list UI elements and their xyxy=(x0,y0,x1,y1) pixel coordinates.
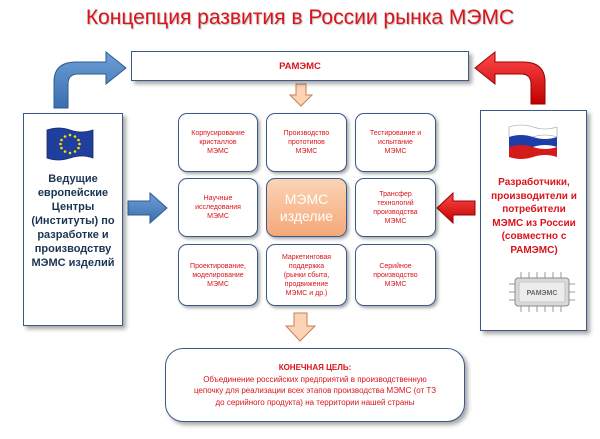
cell-line: Производство xyxy=(283,130,330,137)
cell-line: моделирование xyxy=(192,271,244,279)
goal-line: до серийного продукта) на территории наш… xyxy=(215,397,415,407)
left-line: Центры xyxy=(51,201,95,213)
cell-line: МЭМС и др.) xyxy=(285,289,328,297)
cell-line: МЭМС xyxy=(295,148,318,155)
cell-line: МЭМС xyxy=(384,148,407,155)
page-title: Концепция развития в России рынка МЭМС xyxy=(85,6,515,29)
goal-heading: КОНЕЧНАЯ ЦЕЛЬ: xyxy=(278,363,352,372)
russia-flag-icon xyxy=(508,124,558,159)
cell-line: МЭМС xyxy=(207,280,229,288)
cell-line: МЭМС xyxy=(207,148,229,155)
down-arrow-bottom-icon xyxy=(284,312,317,342)
cell-line: производства xyxy=(373,208,418,216)
left-line: МЭМС изделий xyxy=(31,257,115,269)
down-arrow-top-icon xyxy=(288,83,314,107)
russian-developers-text: Разработчики, производители и потребител… xyxy=(484,176,584,257)
curved-arrow-left-icon xyxy=(53,50,127,109)
goal-line: цепочку для реализации всех этапов произ… xyxy=(193,386,437,395)
right-line: РАМЭМС) xyxy=(510,244,558,256)
right-line: производители и xyxy=(491,190,577,202)
cell-line: Корпусирование xyxy=(191,130,245,137)
right-line: МЭМС из России xyxy=(492,217,576,229)
cell-line: технологий xyxy=(377,199,414,207)
cell-line: кристаллов xyxy=(199,139,237,146)
right-line: (совместно с xyxy=(501,231,567,242)
cell-line: Проектирование, xyxy=(190,262,246,270)
cell-line: производство xyxy=(373,271,418,279)
cell-line: Научные xyxy=(203,195,233,202)
cell-line: Серийное xyxy=(379,262,412,270)
left-line: европейские xyxy=(37,187,109,199)
cell-line: МЭМС xyxy=(384,217,407,225)
cell-line: Тестирование и xyxy=(369,130,422,137)
left-line: разработке и xyxy=(37,229,109,241)
ramems-box: РАМЭМС xyxy=(131,51,469,81)
cell-line: Маркетинговая xyxy=(281,253,332,261)
left-line: (Институты) по xyxy=(31,215,115,227)
eu-flag-icon xyxy=(46,127,94,161)
cell-line: МЭМС xyxy=(384,280,407,288)
cell-line: исследования xyxy=(195,204,241,211)
cell-line: поддержка xyxy=(288,262,325,270)
right-line: потребители xyxy=(502,204,566,215)
curved-arrow-right-icon xyxy=(474,50,546,105)
chip-icon: РАМЭМС xyxy=(509,272,575,312)
right-line: Разработчики, xyxy=(498,177,570,188)
cell-line: прототипов xyxy=(288,139,325,146)
left-arrow-red-icon xyxy=(436,191,476,225)
european-centers-text: Ведущие европейские Центры (Институты) п… xyxy=(26,172,120,270)
left-line: Ведущие xyxy=(48,173,98,185)
cell-line: МЭМС xyxy=(207,213,229,220)
cell-line: Трансфер xyxy=(379,190,412,198)
left-line: производству xyxy=(34,243,112,255)
cell-line: изделие xyxy=(279,207,334,224)
cell-line: МЭМС xyxy=(284,190,329,207)
cell-line: продвижение xyxy=(284,280,329,288)
cell-line: испытание xyxy=(378,139,413,146)
final-goal-box: КОНЕЧНАЯ ЦЕЛЬ: Объединение российских пр… xyxy=(165,348,465,422)
right-arrow-blue-icon xyxy=(127,191,168,225)
chip-label: РАМЭМС xyxy=(527,290,558,297)
goal-line: Объединение российских предприятий в про… xyxy=(203,374,427,384)
cell-line: (рынки сбыта, xyxy=(283,271,330,279)
